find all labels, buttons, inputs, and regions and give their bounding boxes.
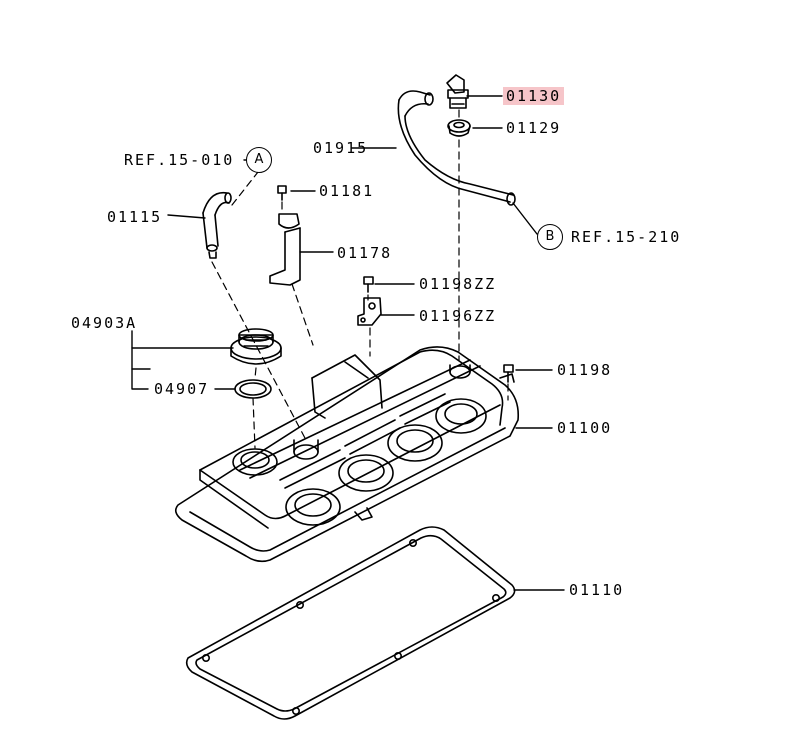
bolt-01198zz[interactable]	[363, 276, 374, 293]
reference-marker-a[interactable]: A	[246, 147, 272, 173]
bracket-01196zz[interactable]	[357, 297, 382, 326]
part-label-01198[interactable]: 01198	[557, 361, 613, 379]
part-label-01100[interactable]: 01100	[557, 419, 613, 437]
valve-cover-gasket[interactable]	[185, 526, 516, 720]
part-label-01130[interactable]: 01130	[503, 87, 565, 105]
hose-clamp-bracket[interactable]	[269, 213, 301, 286]
assembly-lines	[211, 109, 509, 449]
reference-label-a[interactable]: REF.15-010	[124, 151, 235, 169]
part-label-04903a[interactable]: 04903A	[71, 314, 138, 332]
part-label-01198zz[interactable]: 01198ZZ	[419, 275, 497, 293]
breather-hose-short[interactable]	[202, 191, 232, 259]
valve-cover[interactable]	[174, 346, 520, 563]
oil-filler-cap[interactable]	[230, 328, 282, 365]
part-label-01181[interactable]: 01181	[319, 182, 375, 200]
reference-marker-b[interactable]: B	[537, 224, 563, 250]
pcv-grommet[interactable]	[447, 119, 471, 137]
pcv-hose[interactable]	[397, 90, 516, 206]
reference-label-b[interactable]: REF.15-210	[571, 228, 682, 246]
filler-cap-gasket[interactable]	[234, 379, 272, 399]
part-label-01129[interactable]: 01129	[506, 119, 562, 137]
cover-bracket[interactable]	[311, 354, 383, 419]
pcv-valve[interactable]	[446, 74, 469, 109]
bolt-01198[interactable]	[503, 364, 514, 383]
bolt-01181[interactable]	[277, 185, 287, 201]
part-label-01110[interactable]: 01110	[569, 581, 625, 599]
part-label-01915[interactable]: 01915	[313, 139, 369, 157]
part-label-01196zz[interactable]: 01196ZZ	[419, 307, 497, 325]
part-label-01115[interactable]: 01115	[107, 208, 163, 226]
part-label-01178[interactable]: 01178	[337, 244, 393, 262]
part-label-04907[interactable]: 04907	[154, 380, 210, 398]
leader-lines	[131, 95, 565, 591]
